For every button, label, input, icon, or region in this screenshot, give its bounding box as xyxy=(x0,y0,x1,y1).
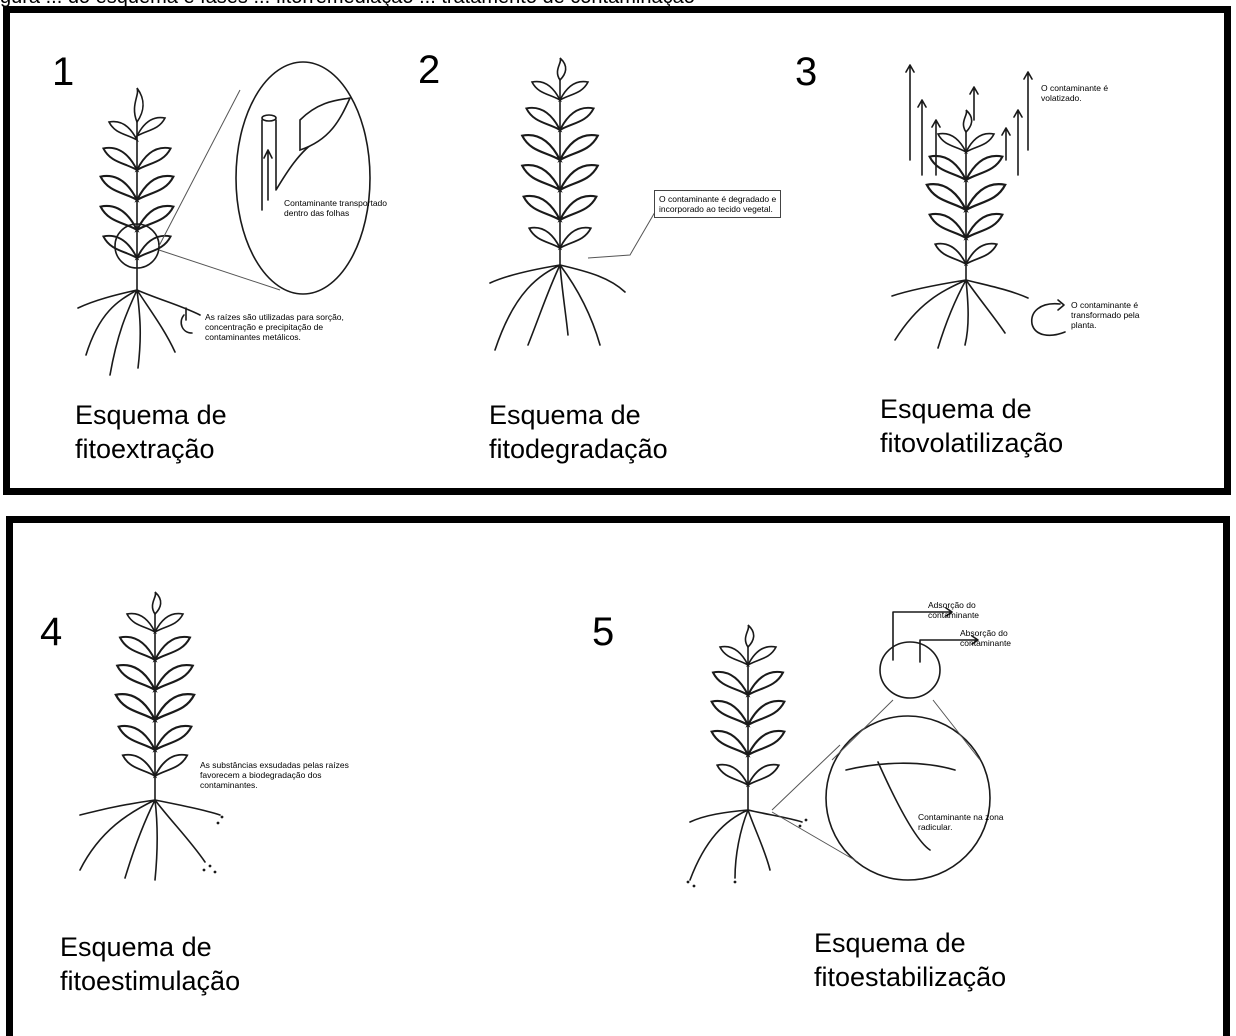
step-number-1: 1 xyxy=(52,52,74,92)
transformed-note: O contaminante é transformado pela plant… xyxy=(1071,300,1140,330)
caption-fitoextracao: Esquema de fitoextração xyxy=(75,398,227,466)
note-line: favorecem a biodegradação dos xyxy=(200,770,349,780)
note-line: As substâncias exsudadas pelas raízes xyxy=(200,760,349,770)
step-number-4: 4 xyxy=(40,612,62,652)
note-line: incorporado ao tecido vegetal. xyxy=(659,204,776,214)
caption-line: fitovolatilização xyxy=(880,426,1063,460)
note-line: transformado pela xyxy=(1071,310,1140,320)
note-line: As raízes são utilizadas para sorção, xyxy=(205,312,344,322)
caption-fitodegradacao: Esquema de fitodegradação xyxy=(489,398,668,466)
caption-line: fitoestabilização xyxy=(814,960,1006,994)
caption-fitovolatilizacao: Esquema de fitovolatilização xyxy=(880,392,1063,460)
note-line: contaminantes metálicos. xyxy=(205,332,344,342)
caption-line: Esquema de xyxy=(489,398,668,432)
adsorption-note: Adsorção do contaminante xyxy=(928,600,979,620)
caption-line: Esquema de xyxy=(75,398,227,432)
step-number-2: 2 xyxy=(418,50,440,90)
note-line: radicular. xyxy=(918,822,1004,832)
caption-line: Esquema de xyxy=(814,926,1006,960)
note-line: contaminante xyxy=(928,610,979,620)
root-zone-note: Contaminante na zona radicular. xyxy=(918,812,1004,832)
caption-line: fitoextração xyxy=(75,432,227,466)
caption-fitoestimulacao: Esquema de fitoestimulação xyxy=(60,930,240,998)
note-line: dentro das folhas xyxy=(284,208,387,218)
root-sorption-note: As raízes são utilizadas para sorção, co… xyxy=(205,312,344,342)
note-line: Adsorção do xyxy=(928,600,979,610)
note-line: contaminante xyxy=(960,638,1011,648)
note-line: volatizado. xyxy=(1041,93,1108,103)
note-line: Absorção do xyxy=(960,628,1011,638)
caption-line: Esquema de xyxy=(880,392,1063,426)
note-line: contaminantes. xyxy=(200,780,349,790)
note-line: concentração e precipitação de xyxy=(205,322,344,332)
step-number-5: 5 xyxy=(592,612,614,652)
caption-fitoestabilizacao: Esquema de fitoestabilização xyxy=(814,926,1006,994)
caption-line: fitodegradação xyxy=(489,432,668,466)
caption-line: fitoestimulação xyxy=(60,964,240,998)
step-number-3: 3 xyxy=(795,52,817,92)
note-line: O contaminante é xyxy=(1041,83,1108,93)
exudates-note: As substâncias exsudadas pelas raízes fa… xyxy=(200,760,349,790)
note-line: O contaminante é degradado e xyxy=(659,194,776,204)
note-line: Contaminante na zona xyxy=(918,812,1004,822)
note-line: O contaminante é xyxy=(1071,300,1140,310)
note-line: planta. xyxy=(1071,320,1140,330)
caption-line: Esquema de xyxy=(60,930,240,964)
volatilized-note: O contaminante é volatizado. xyxy=(1041,83,1108,103)
absorption-note: Absorção do contaminante xyxy=(960,628,1011,648)
note-line: Contaminante transportado xyxy=(284,198,387,208)
leaf-transport-note: Contaminante transportado dentro das fol… xyxy=(284,198,387,218)
degradation-note-box: O contaminante é degradado e incorporado… xyxy=(654,190,781,218)
